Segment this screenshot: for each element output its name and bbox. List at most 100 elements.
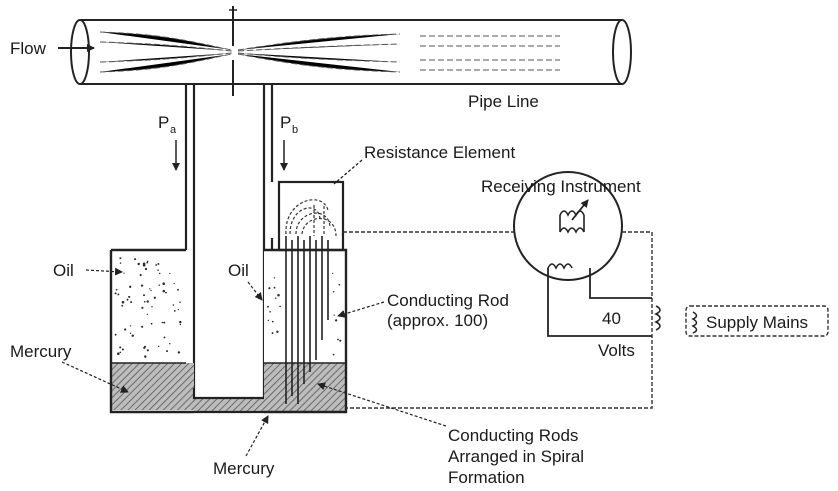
instrument-pointer xyxy=(571,199,589,221)
oil-speckle xyxy=(115,288,118,291)
oil-speckle xyxy=(338,283,341,286)
resistance-element-label: Resistance Element xyxy=(364,143,515,162)
oil-speckle xyxy=(144,267,148,271)
oil-speckle xyxy=(134,258,137,261)
right-oil xyxy=(264,251,346,363)
svg-text:P: P xyxy=(158,113,169,132)
oil-speckle xyxy=(333,314,335,316)
svg-text:b: b xyxy=(292,124,298,136)
oil-speckle xyxy=(277,294,280,297)
oil-speckle xyxy=(130,301,133,304)
oil-speckle xyxy=(114,333,117,336)
oil-speckle xyxy=(279,305,281,308)
oil-speckle xyxy=(151,305,153,308)
oil-speckle xyxy=(162,282,165,285)
oil-speckle xyxy=(271,320,274,323)
oil-speckle xyxy=(153,296,156,299)
right-chamber xyxy=(264,180,348,414)
oil-speckle xyxy=(273,286,276,289)
oil-speckle xyxy=(157,345,160,348)
pressure-tubes xyxy=(184,84,274,388)
oil-speckle xyxy=(121,300,125,304)
supply-coil xyxy=(654,305,661,331)
mercury-bottom-label: Mercury xyxy=(213,459,275,478)
oil-speckle xyxy=(143,300,146,303)
oil-speckle xyxy=(117,293,120,296)
oil-dots-right xyxy=(267,272,342,356)
conducting-rod-label: Conducting Rod xyxy=(387,291,509,310)
rods-spiral-label-3: Formation xyxy=(448,468,525,487)
oil-speckle xyxy=(271,332,274,335)
oil-speckle xyxy=(119,257,122,260)
oil-speckle xyxy=(121,304,124,307)
oil-speckle xyxy=(126,298,129,301)
flow-label: Flow xyxy=(10,39,47,58)
oil-speckle xyxy=(150,322,153,325)
oil-speckle xyxy=(173,310,176,312)
oil-speckle xyxy=(143,294,145,297)
supply-mains xyxy=(685,305,829,337)
instrument-coils xyxy=(547,210,585,270)
oil-speckle xyxy=(137,262,140,266)
oil-speckle xyxy=(268,287,271,290)
oil-speckle xyxy=(124,328,127,331)
oil-speckle xyxy=(169,343,171,345)
oil-speckle xyxy=(157,263,160,265)
rods-spiral-label-2: Arranged in Spiral xyxy=(448,447,584,466)
oil-speckle xyxy=(332,291,335,293)
oil-speckle xyxy=(166,350,168,353)
receiving-instrument xyxy=(513,171,623,281)
oil-speckle xyxy=(129,332,132,334)
forty-label: 40 xyxy=(602,309,621,328)
oil-speckle xyxy=(157,269,159,271)
oil-dots-left xyxy=(114,257,182,358)
oil-speckle xyxy=(158,272,161,275)
oil-speckle xyxy=(165,291,167,294)
oil-speckle xyxy=(121,348,124,351)
oil-speckle xyxy=(161,321,164,324)
oil-speckle xyxy=(119,346,122,349)
left-mercury xyxy=(111,363,194,410)
oil-speckle xyxy=(173,282,175,285)
pb-label: P b xyxy=(280,113,298,171)
oil-speckle xyxy=(162,289,166,293)
left-chamber xyxy=(109,248,194,414)
oil-speckle xyxy=(114,292,117,295)
flow-streaks xyxy=(99,31,560,73)
oil-speckle xyxy=(337,338,339,341)
oil-speckle xyxy=(139,274,142,277)
pipe-line xyxy=(70,6,632,96)
oil-speckle xyxy=(149,288,151,290)
oil-speckle xyxy=(140,284,144,287)
oil-right-label: Oil xyxy=(228,261,249,280)
oil-speckle xyxy=(146,260,149,263)
oil-speckle xyxy=(163,321,166,324)
oil-speckle xyxy=(267,319,269,322)
conducting-rod-count: (approx. 100) xyxy=(387,311,488,330)
oil-speckle xyxy=(123,272,125,274)
oil-speckle xyxy=(177,308,179,311)
oil-speckle xyxy=(119,351,122,354)
oil-speckle xyxy=(146,261,149,264)
oil-speckle xyxy=(146,313,149,315)
oil-speckle xyxy=(275,297,277,299)
supply-mains-label: Supply Mains xyxy=(706,313,808,332)
oil-speckle xyxy=(332,353,335,356)
oil-speckle xyxy=(332,272,334,274)
rods-spiral-label-1: Conducting Rods xyxy=(448,426,578,445)
oil-speckle xyxy=(177,288,179,291)
oil-speckle xyxy=(276,330,279,333)
oil-speckle xyxy=(119,262,122,264)
oil-speckle xyxy=(172,304,175,306)
oil-speckle xyxy=(142,262,146,266)
oil-speckle xyxy=(131,334,134,337)
oil-speckle xyxy=(141,306,144,309)
oil-speckle xyxy=(179,320,182,324)
mercury-left-label: Mercury xyxy=(10,342,72,361)
oil-speckle xyxy=(146,300,149,303)
oil-speckle xyxy=(179,323,182,326)
pa-label: P a xyxy=(158,113,180,171)
oil-left-label: Oil xyxy=(53,261,74,280)
volts-label: Volts xyxy=(598,341,635,360)
